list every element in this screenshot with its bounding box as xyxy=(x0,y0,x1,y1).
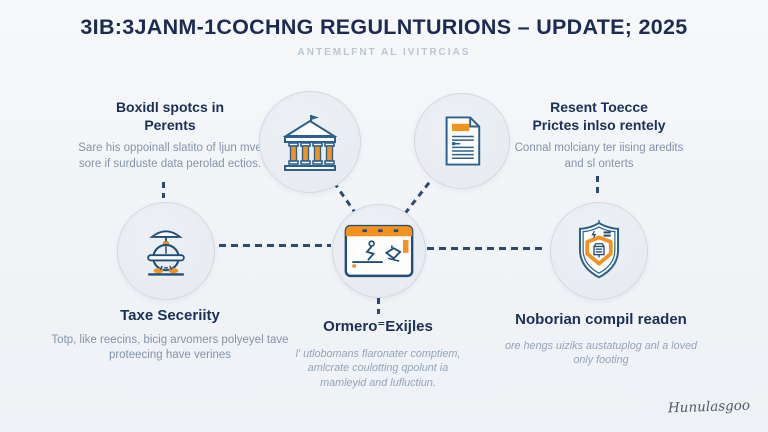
section-bottom-right-heading: Noborian compil readen xyxy=(485,310,717,330)
connector-bank-center xyxy=(332,181,356,213)
section-top-left-heading: Boxidl spotcs in Perents xyxy=(55,98,285,134)
section-bottom-left-body: Totp, like reecins, bicig arvomers polye… xyxy=(51,333,289,362)
browser-window-icon xyxy=(344,224,414,278)
heading-line: Perents xyxy=(144,117,196,134)
globe-stand-node xyxy=(117,202,215,300)
shield-node xyxy=(550,202,648,300)
section-bottom-center-body: l' utlobomans flaronater comptiem, amlcr… xyxy=(295,347,461,390)
shield-icon xyxy=(578,220,620,279)
section-bottom-right: Noborian compil readen ore hengs uiziks … xyxy=(485,310,717,368)
signature-text: Hunulasgoo xyxy=(667,397,751,417)
bank-icon xyxy=(282,115,338,171)
section-top-right-body: Connal molciany ter iising aredits and s… xyxy=(514,142,684,171)
heading-line: Boxidl spotcs in xyxy=(115,99,225,115)
connector-topleft-text xyxy=(162,182,165,198)
bank-node xyxy=(259,91,361,193)
browser-window-node xyxy=(332,204,426,298)
heading-line: Taxe Seceriity xyxy=(120,307,220,324)
page-subtitle: ANTEMLFNT AL IVITRCIAS xyxy=(297,47,471,58)
section-bottom-right-body: ore hengs uiziks austatuplog anl a loved… xyxy=(504,339,698,367)
heading-line: Noborian compil readen xyxy=(515,311,687,328)
heading-line: Ormero⁼Exijles xyxy=(323,318,433,335)
section-bottom-center-heading: Ormero⁼Exijles xyxy=(283,317,473,337)
section-top-right: Resent Toecce Prictes inlso rentely Conn… xyxy=(487,98,711,173)
connector-doc-center xyxy=(403,179,433,215)
section-top-left: Boxidl spotcs in Perents Sare his oppoin… xyxy=(55,98,285,173)
connector-center-right xyxy=(427,247,545,250)
section-top-right-heading: Resent Toecce Prictes inlso rentely xyxy=(487,98,711,134)
section-bottom-left-heading: Taxe Seceriity xyxy=(40,306,300,326)
connector-center-bottom xyxy=(377,298,380,314)
heading-line: Prictes inlso rentely xyxy=(532,117,666,134)
connector-left-center xyxy=(219,244,331,247)
document-icon xyxy=(445,116,481,166)
page-title: 3IB:3JANM-1COCHNG REGULNTURIONS – UPDATE… xyxy=(80,15,688,39)
document-node xyxy=(414,93,510,189)
section-top-left-body: Sare his oppoinall slatito of ljun mve s… xyxy=(78,142,262,171)
heading-line: Resent Toecce xyxy=(550,99,648,115)
section-bottom-left: Taxe Seceriity Totp, like reecins, bicig… xyxy=(40,306,300,364)
section-bottom-center: Ormero⁼Exijles l' utlobomans flaronater … xyxy=(283,317,473,391)
connector-topright-text xyxy=(596,176,599,196)
globe-stand-icon xyxy=(147,230,185,276)
